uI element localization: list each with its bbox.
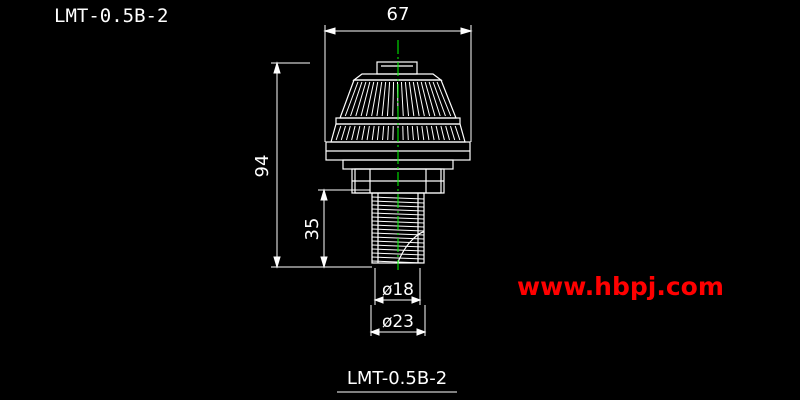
dim-thread-length: [318, 188, 370, 269]
slot-line: [381, 81, 387, 117]
slot-line: [360, 81, 371, 117]
slot-line: [407, 125, 409, 141]
drawing-caption: LMT-0.5B-2: [347, 368, 447, 389]
slot-line: [344, 81, 359, 117]
slot-line: [387, 125, 389, 141]
slot-line: [345, 125, 351, 141]
slot-line: [404, 81, 410, 117]
slot-line: [436, 81, 452, 117]
slot-line: [411, 125, 414, 141]
lower-slots: [335, 125, 461, 141]
slot-line: [351, 125, 356, 141]
model-title: LMT-0.5B-2: [54, 5, 168, 27]
dim-outer-diameter-label: ø23: [382, 312, 414, 332]
website-watermark: www.hbpj.com: [517, 272, 724, 301]
dim-overall-width: [323, 25, 473, 142]
slot-line: [386, 81, 391, 117]
dim-inner-diameter: [373, 268, 422, 305]
slot-line: [366, 125, 370, 141]
slot-line: [454, 125, 461, 141]
slot-line: [340, 125, 347, 141]
slot-line: [392, 81, 395, 117]
slot-line: [365, 81, 375, 117]
dim-outer-diameter: [369, 305, 427, 336]
slot-line: [416, 125, 420, 141]
thread-line: [371, 212, 425, 216]
slot-line: [449, 125, 456, 141]
top-cap: [376, 61, 418, 75]
slot-line: [440, 125, 445, 141]
slot-line: [424, 81, 436, 117]
slot-line: [356, 125, 361, 141]
slot-line: [371, 125, 375, 141]
slot-line: [350, 81, 363, 117]
slot-line: [445, 125, 451, 141]
thread-line: [371, 256, 425, 260]
slot-line: [421, 125, 425, 141]
slot-line: [376, 81, 383, 117]
slot-line: [435, 125, 440, 141]
slot-line: [428, 81, 441, 117]
slot-line: [412, 81, 420, 117]
slot-line: [420, 81, 431, 117]
dim-thread-length-label: 35: [302, 218, 323, 241]
slot-line: [416, 81, 425, 117]
slot-line: [426, 125, 430, 141]
slot-line: [430, 125, 435, 141]
dim-overall-width-label: 67: [387, 4, 410, 25]
thread-line: [371, 228, 425, 232]
thread-line: [371, 252, 425, 256]
slot-line: [355, 81, 367, 117]
slot-line: [382, 125, 385, 141]
slot-line: [376, 125, 380, 141]
dim-overall-height-label: 94: [252, 155, 273, 178]
slot-line: [432, 81, 446, 117]
thread-line: [371, 208, 425, 212]
slot-line: [361, 125, 366, 141]
slot-line: [408, 81, 415, 117]
dim-inner-diameter-label: ø18: [382, 280, 414, 300]
slot-line: [400, 81, 404, 117]
dim-overall-height: [271, 61, 372, 269]
slot-line: [371, 81, 379, 117]
slot-line: [335, 125, 342, 141]
